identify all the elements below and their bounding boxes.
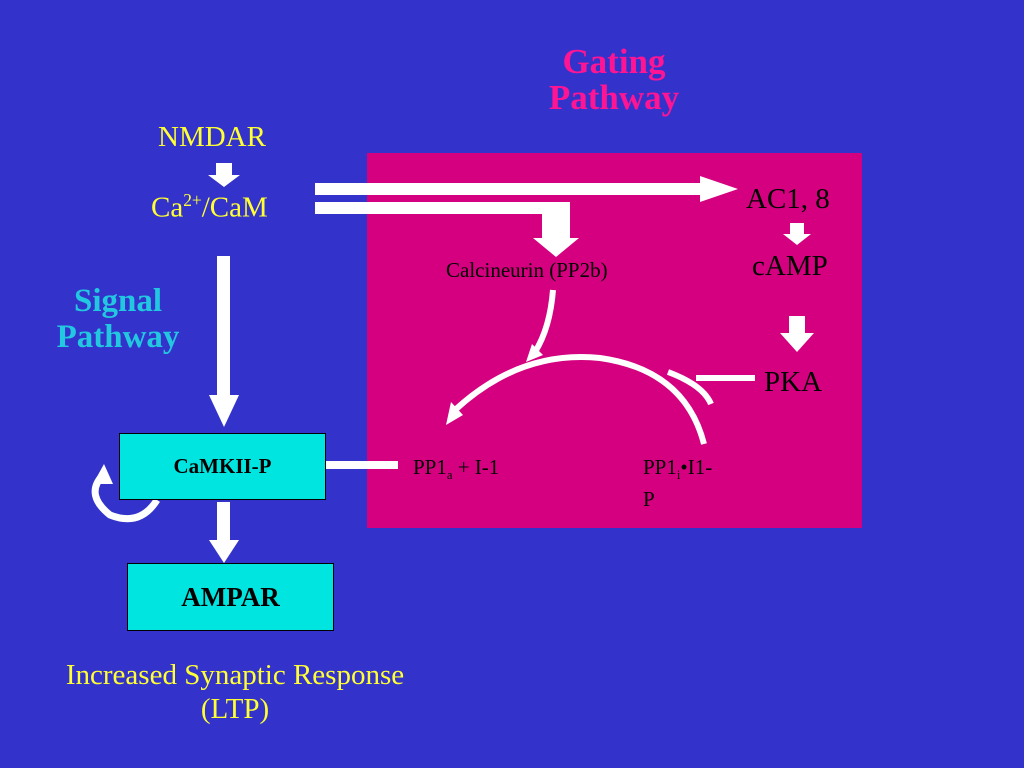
signal-pathway-label: Signal Pathway xyxy=(38,283,198,355)
autophosphorylation-arrowhead xyxy=(93,464,113,484)
nmdar-to-cacam-arrow xyxy=(208,163,240,187)
dephosphorylation-cycle-arc xyxy=(452,354,707,445)
camkii-autophosphorylation-loop xyxy=(91,473,160,523)
camkii-box: CaMKII-P xyxy=(119,433,326,500)
ca-suffix: /CaM xyxy=(201,191,268,224)
pp1a-suffix: + I-1 xyxy=(452,455,500,479)
signal-pathway-line2: Pathway xyxy=(56,319,180,355)
cycle-arc-arrowhead xyxy=(446,402,463,425)
pp1a-node: PP1a + I-1 xyxy=(413,455,499,483)
ampar-box: AMPAR xyxy=(127,563,334,631)
cacam-to-camkii-arrow xyxy=(209,256,239,427)
gating-pathway-region xyxy=(367,153,862,528)
camp-node: cAMP xyxy=(752,250,828,282)
camkii-to-ampar-arrow xyxy=(209,502,239,563)
outcome-line1: Increased Synaptic Response xyxy=(65,659,405,691)
ac-to-camp-arrow xyxy=(783,223,811,245)
ca-prefix: Ca xyxy=(151,191,184,224)
pp1i-line2: P xyxy=(643,487,655,512)
signal-pathway-line1: Signal xyxy=(73,283,163,319)
pp1i-subscript: i xyxy=(676,468,681,483)
gating-pathway-line2: Pathway xyxy=(548,78,680,117)
gating-pathway-line1: Gating xyxy=(562,42,666,81)
pp1a-subscript: a xyxy=(446,468,453,483)
cacam-to-calcineurin-arrow xyxy=(315,202,579,257)
ampar-label: AMPAR xyxy=(181,581,280,612)
nmdar-node: NMDAR xyxy=(158,121,266,153)
cacam-to-ac-arrow xyxy=(315,176,738,202)
ca-cam-node: Ca2+/CaM xyxy=(151,190,268,225)
pp1a-prefix: PP1 xyxy=(413,455,447,479)
calcineurin-curve-arrowhead xyxy=(526,344,543,362)
camp-to-pka-arrow xyxy=(780,316,814,352)
pka-phosphorylation-arc xyxy=(666,369,714,406)
pp1i-node: PP1i•I1- P xyxy=(643,455,712,511)
outcome-line2: (LTP) xyxy=(200,693,270,725)
camkii-label: CaMKII-P xyxy=(173,454,272,478)
outcome-label: Increased Synaptic Response (LTP) xyxy=(20,658,450,726)
gating-pathway-label: Gating Pathway xyxy=(520,44,708,116)
calcineurin-node: Calcineurin (PP2b) xyxy=(446,258,608,282)
ac-node: AC1, 8 xyxy=(746,183,830,215)
ca-superscript: 2+ xyxy=(183,190,202,210)
calcineurin-to-cycle-curve xyxy=(532,289,556,354)
pka-node: PKA xyxy=(764,366,823,398)
pp1i-prefix: PP1 xyxy=(643,455,677,479)
pp1i-line1: PP1i•I1- xyxy=(643,455,712,487)
pp1i-suffix: •I1- xyxy=(680,455,713,479)
